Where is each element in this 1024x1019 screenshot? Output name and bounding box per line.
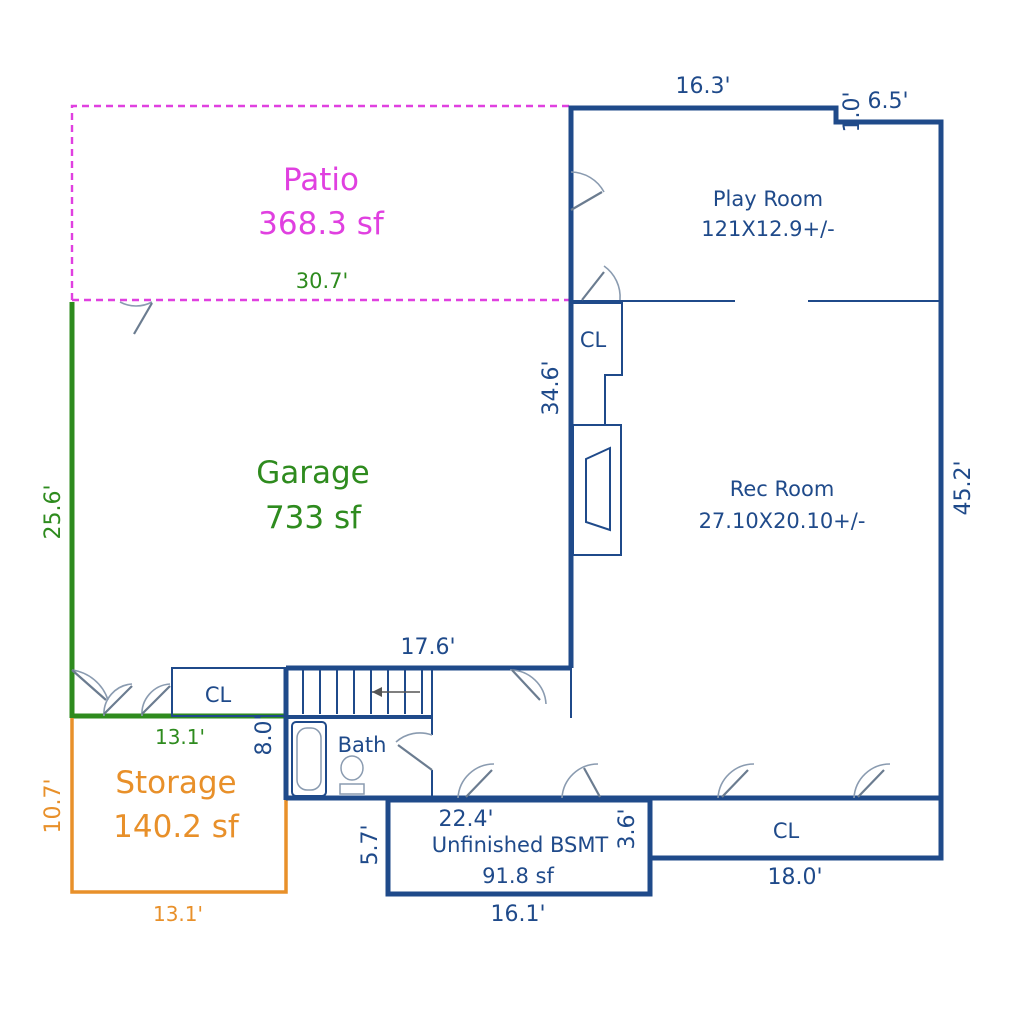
rec-room-size: 27.10X20.10+/- [699, 509, 866, 533]
closet-bottom-label: CL [773, 819, 800, 843]
storage-dimension-bottom: 13.1' [153, 902, 203, 926]
closet-garage-label: CL [205, 683, 232, 707]
closet-top-label: CL [580, 328, 607, 352]
unfinished-dimension-bottom: 16.1' [490, 902, 545, 927]
bath-dimension-left: 8.0' [252, 714, 277, 755]
unfinished-name: Unfinished BSMT [432, 833, 609, 857]
storage-dimension-left: 10.7' [41, 778, 66, 833]
rec-room-dimension-left: 34.6' [539, 360, 564, 415]
unfinished-dimension-top: 22.4' [438, 807, 493, 832]
unfinished-dimension-left: 5.7' [358, 824, 383, 865]
patio-dimension-bottom: 30.7' [296, 269, 349, 293]
garage-area: Garage 733 sf 25.6' 13.1' [41, 302, 370, 749]
patio-name: Patio [283, 162, 359, 198]
rec-room-name: Rec Room [730, 477, 835, 501]
play-room-dimension-top: 16.3' [675, 74, 730, 99]
play-room-notch-vertical: 1.0' [840, 91, 865, 132]
garage-name: Garage [256, 455, 370, 491]
patio-area: Patio 368.3 sf 30.7' [70, 104, 571, 302]
play-room-notch-horizontal: 6.5' [867, 89, 908, 114]
bath-label: Bath [338, 733, 387, 757]
play-room-name: Play Room [713, 187, 823, 211]
unfinished-dimension-right: 3.6' [615, 808, 640, 849]
patio-area-label: 368.3 sf [258, 206, 385, 242]
blue-labels: 16.3' 1.0' 6.5' Play Room 121X12.9+/- CL… [205, 74, 976, 927]
garage-dimension-bottom: 13.1' [155, 725, 205, 749]
garage-dimension-left: 25.6' [41, 484, 66, 539]
unfinished-area: 91.8 sf [482, 864, 554, 888]
storage-name: Storage [115, 765, 236, 801]
storage-area: Storage 140.2 sf 10.7' 13.1' [41, 718, 288, 926]
door-swings [71, 171, 891, 799]
garage-area-label: 733 sf [265, 500, 362, 536]
storage-area-label: 140.2 sf [113, 809, 240, 845]
play-room-size: 121X12.9+/- [701, 217, 834, 241]
blue-walls [171, 105, 944, 897]
garage-bottom-right-dimension: 17.6' [400, 635, 455, 660]
closet-bottom-dimension: 18.0' [767, 865, 822, 890]
rec-room-dimension-right: 45.2' [951, 460, 976, 515]
